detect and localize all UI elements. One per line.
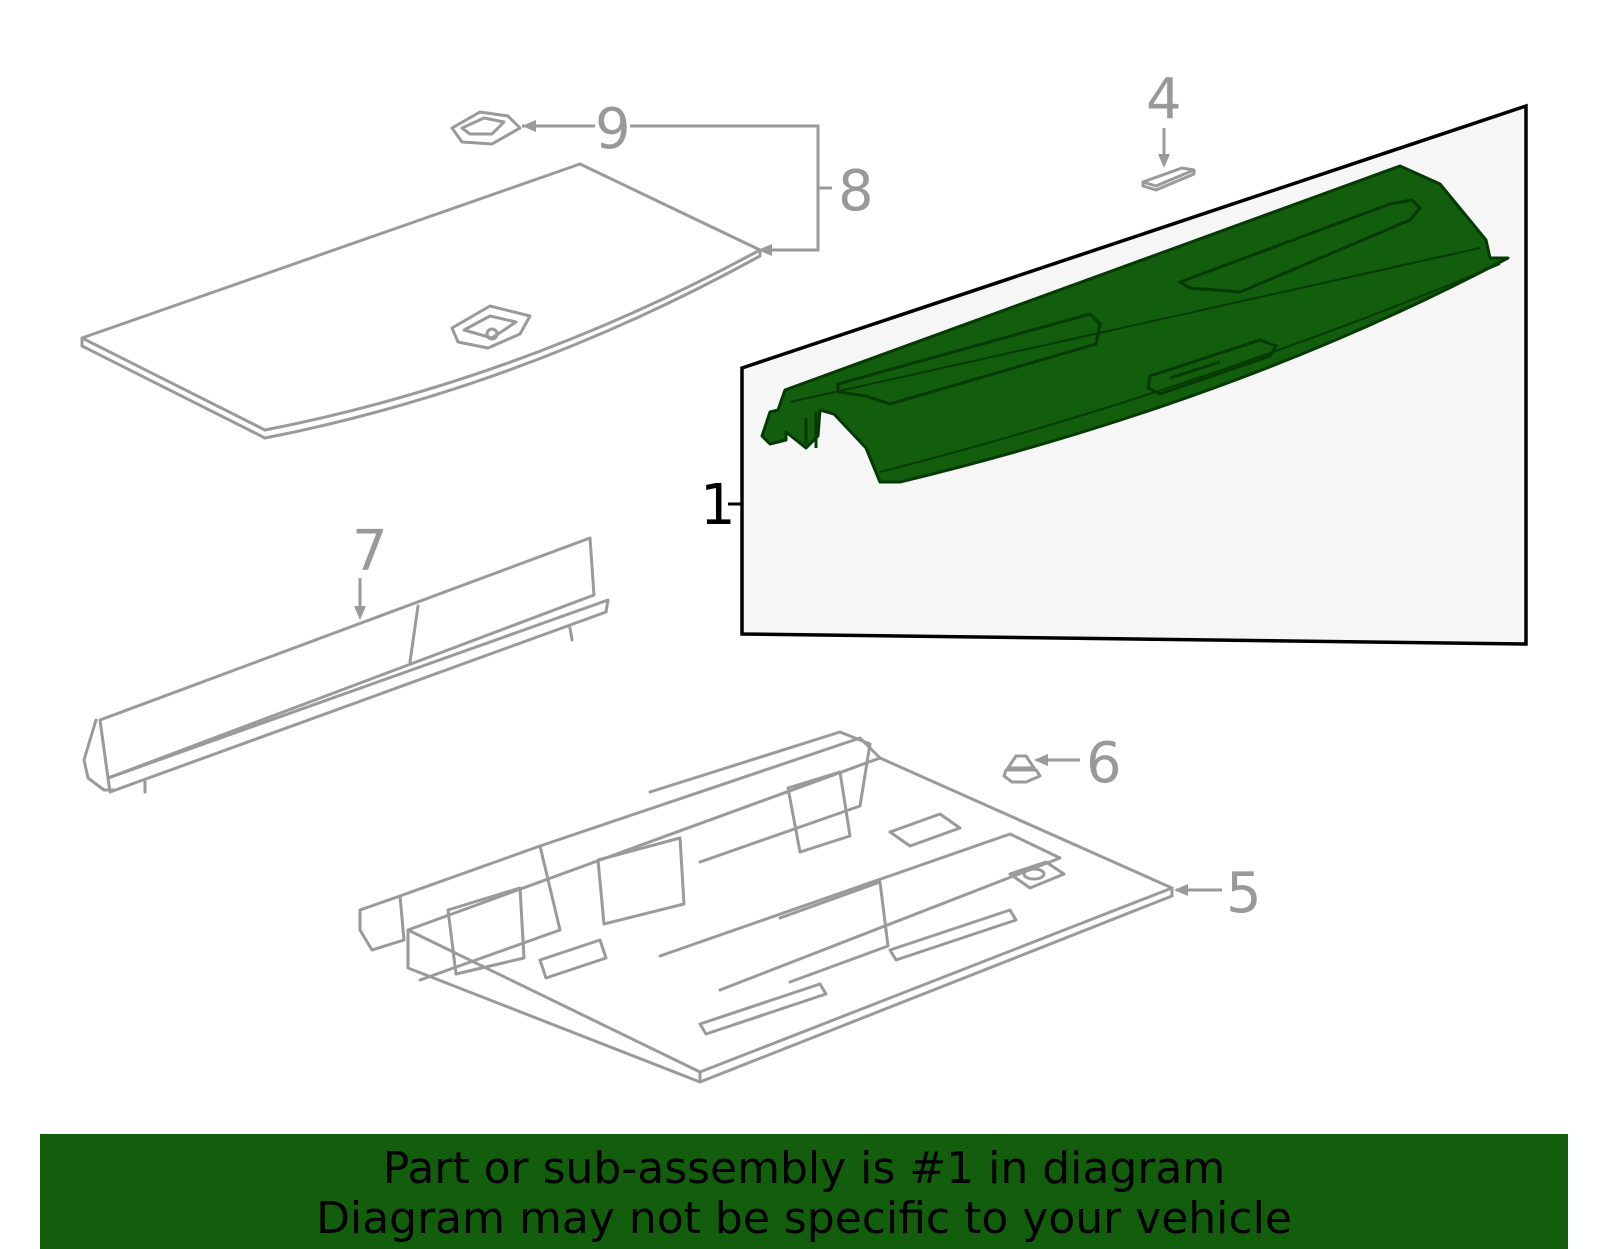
arrowhead-7 <box>354 606 366 620</box>
part-6-push-clip[interactable] <box>1002 754 1042 784</box>
part-5-load-floor[interactable] <box>358 730 1174 1084</box>
callout-1: 1 <box>700 473 736 538</box>
banner-line-1: Part or sub-assembly is #1 in diagram <box>382 1143 1226 1194</box>
arrowhead-9 <box>522 120 536 132</box>
arrowhead-6 <box>1034 754 1048 766</box>
arrowhead-4 <box>1158 154 1170 168</box>
callout-8: 8 <box>838 159 874 224</box>
info-banner: Part or sub-assembly is #1 in diagram Di… <box>40 1134 1568 1249</box>
callout-7: 7 <box>352 519 388 584</box>
callout-5: 5 <box>1226 861 1262 926</box>
arrowhead-8 <box>758 244 772 256</box>
part-8-cargo-cover[interactable] <box>80 162 762 440</box>
part-1-rear-panel[interactable] <box>760 164 1510 484</box>
part-4-fastener[interactable] <box>1141 166 1196 192</box>
arrowhead-5 <box>1174 884 1188 896</box>
callout-4: 4 <box>1146 67 1182 132</box>
banner-line-2: Diagram may not be specific to your vehi… <box>316 1193 1292 1244</box>
callout-6: 6 <box>1086 731 1122 796</box>
part-7-trim-panel[interactable] <box>82 536 610 794</box>
part-9-clip[interactable] <box>450 110 522 146</box>
callout-9: 9 <box>595 97 631 162</box>
